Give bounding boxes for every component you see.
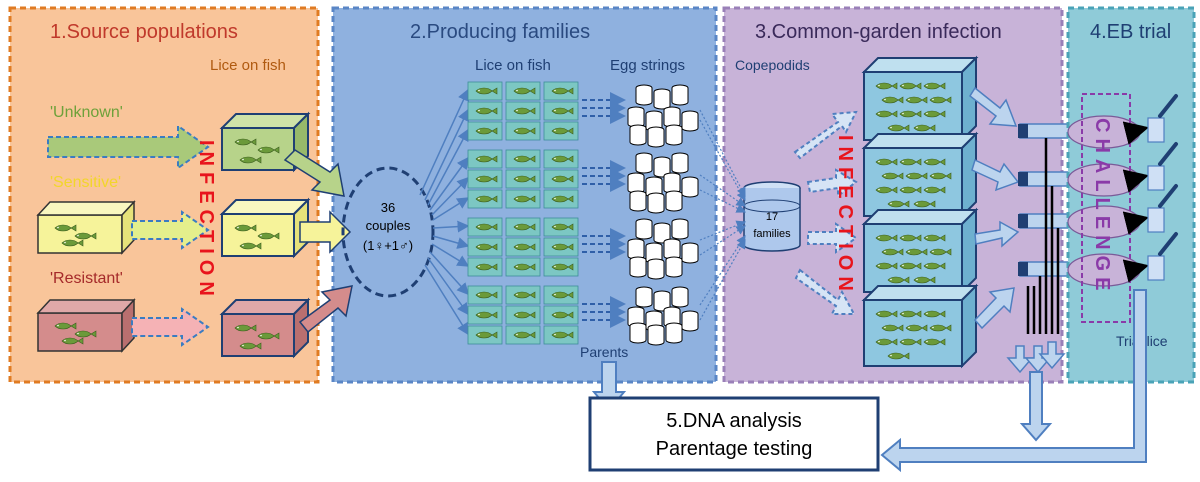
couples-number: 36 [381, 200, 395, 215]
population-resistant-label: 'Resistant' [50, 270, 123, 287]
panel-common-garden-infection: 3.Common-garden infection Copepodids 17 … [699, 6, 1086, 384]
lice-on-fish-label-1: Lice on fish [210, 57, 286, 74]
garden-tank-1 [861, 55, 979, 143]
resistant-source-tank [36, 298, 136, 353]
infected-tank-unknown [219, 111, 311, 173]
parents-label: Parents [580, 344, 628, 360]
infection-hollow-arrows [793, 110, 858, 315]
egg-strings-label: Egg strings [610, 57, 685, 74]
couple-fan-arrows [419, 88, 470, 336]
couples-formula: (1♀+1♂) [363, 238, 413, 253]
panel-title-producing: 2.Producing families [410, 21, 590, 43]
panel-source-populations: 1.Source populations Lice on fish 'Unkno… [8, 6, 320, 384]
egg-to-families-arrows [699, 109, 747, 321]
panel-title-common-garden: 3.Common-garden infection [755, 21, 1002, 43]
couples-label: couples [366, 218, 411, 233]
challenge-box [1081, 93, 1131, 323]
dna-parentage-testing: Parentage testing [656, 438, 813, 460]
sampling-lines [1026, 138, 1060, 334]
infection-label-vertical-1: INFECTION [195, 140, 217, 302]
black-sampling-connectors [1018, 124, 1028, 276]
dna-analysis-box: 5.DNA analysis Parentage testing [588, 396, 880, 472]
population-sensitive-label: 'Sensitive' [50, 174, 121, 191]
infection-label-vertical-2: INFECTION [834, 135, 856, 297]
sensitive-source-tank [36, 200, 136, 255]
couples-ellipse [341, 166, 435, 298]
trial-black-arrows [1122, 121, 1149, 283]
garden-tank-2 [861, 131, 979, 219]
families-label: families [753, 228, 791, 240]
sampling-cups [1006, 341, 1066, 374]
trial-lice-samplers [1147, 94, 1178, 281]
egg-dashed-arrows [582, 92, 626, 328]
panel-title-source: 1.Source populations [50, 21, 238, 43]
copepodids-label: Copepodids [735, 57, 810, 73]
infected-tank-sensitive [219, 197, 311, 259]
garden-tank-4 [861, 283, 979, 369]
challenge-label-vertical: CHALLENGE [1091, 118, 1113, 296]
dna-analysis-title: 5.DNA analysis [666, 410, 802, 432]
tank-outflow-arrows [969, 86, 1020, 330]
garden-tank-3 [861, 207, 979, 295]
panel-producing-families: 2.Producing families Lice on fish Egg st… [283, 6, 718, 384]
lice-on-fish-label-2: Lice on fish [475, 57, 551, 74]
panel-title-eb-trial: 4.EB trial [1090, 21, 1171, 43]
infected-tank-resistant [219, 297, 311, 359]
families-cylinder: 17 families [743, 181, 801, 252]
population-unknown-label: 'Unknown' [50, 104, 123, 121]
panel-eb-trial: 4.EB trial CHALLENGE Trial lice [1066, 6, 1196, 384]
families-number: 17 [766, 211, 778, 223]
